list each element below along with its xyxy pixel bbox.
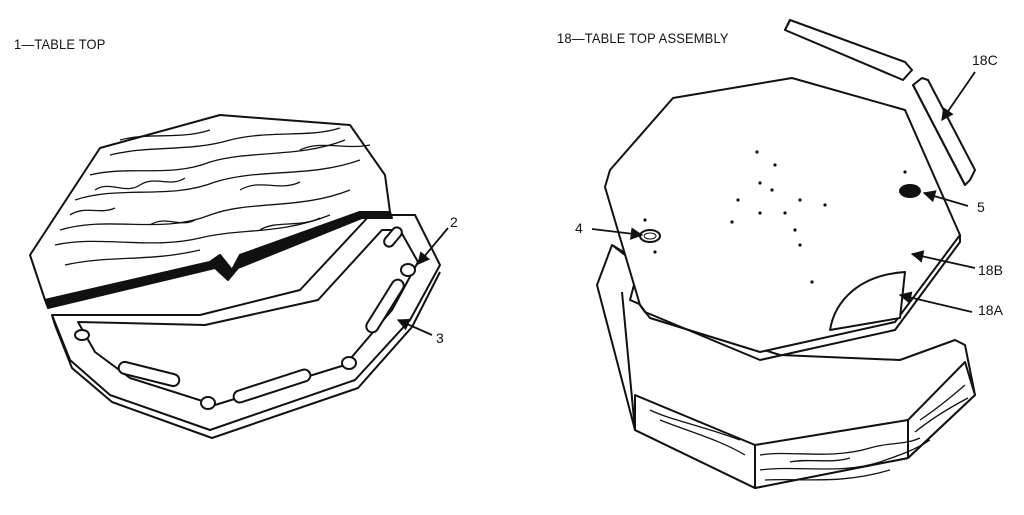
table-top-board (604, 77, 961, 361)
callout-18a: 18A (978, 302, 1003, 318)
table-base-box (596, 244, 976, 489)
callout-4: 4 (575, 220, 583, 236)
callout-18c-leader (941, 71, 976, 122)
callout-2: 2 (450, 214, 458, 230)
strip-18c-side (912, 77, 976, 186)
callout-3: 3 (436, 330, 444, 346)
callout-18b: 18B (978, 262, 1003, 278)
knob-hole-5 (899, 184, 921, 198)
hole-4 (639, 229, 661, 243)
callout-4-leader (591, 227, 644, 240)
callout-5: 5 (977, 199, 985, 215)
callout-18a-leader (898, 291, 973, 313)
table-top-frame (51, 214, 441, 439)
strip-18c-top (784, 19, 913, 81)
callout-18c: 18C (972, 52, 998, 68)
top-board-holes (643, 150, 907, 284)
right-title: 18—TABLE TOP ASSEMBLY (557, 30, 729, 46)
left-title: 1—TABLE TOP (14, 36, 106, 52)
table-top-wood-panel (29, 114, 393, 309)
callout-18b-leader (910, 250, 976, 269)
callout-3-leader (396, 318, 433, 336)
callout-5-leader (922, 190, 969, 207)
callout-2-leader (417, 227, 449, 265)
